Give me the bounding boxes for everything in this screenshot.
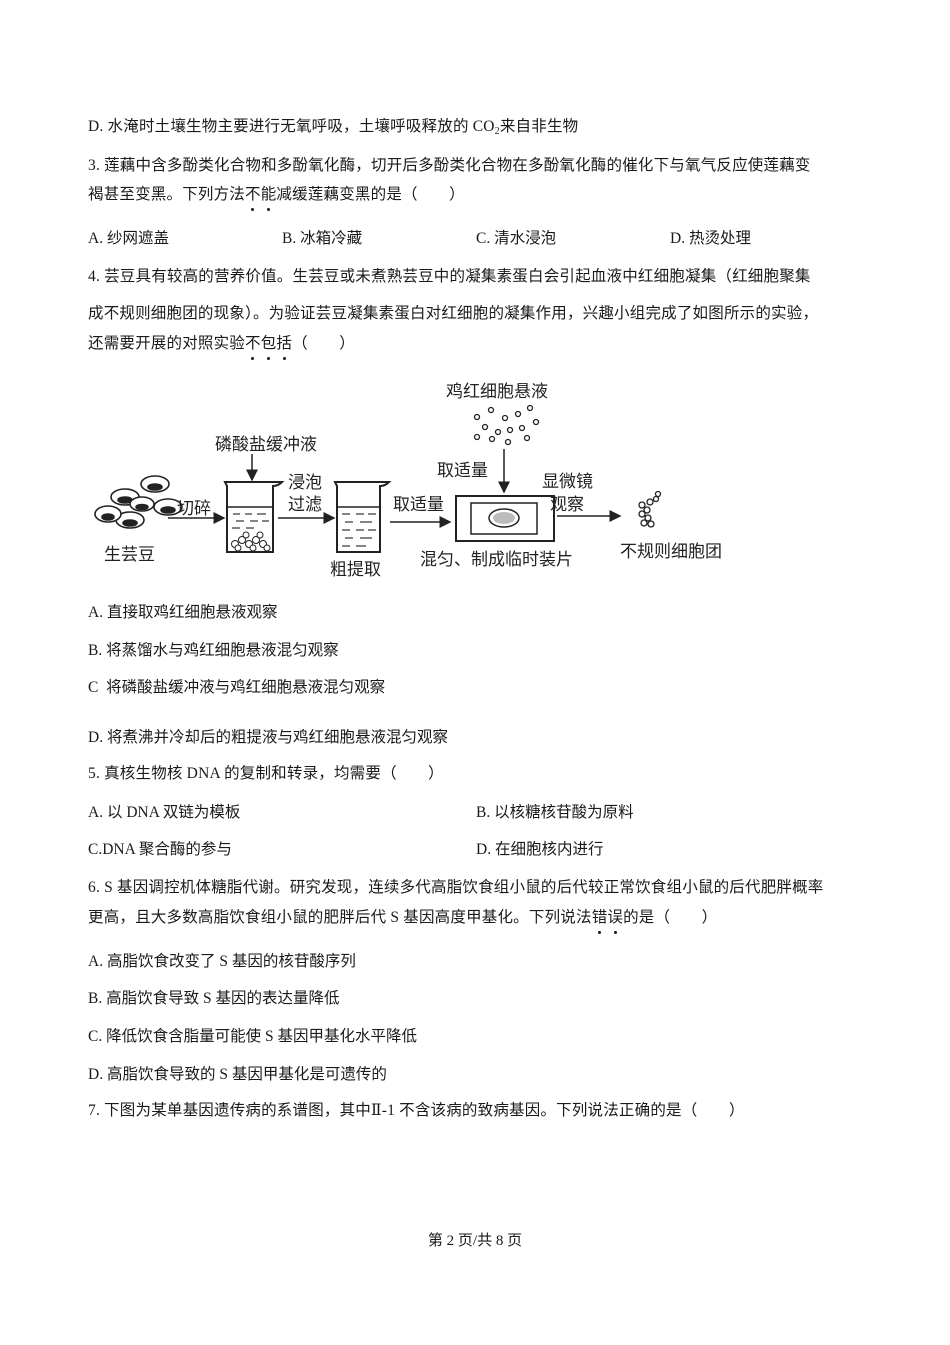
label-filter: 过滤 (288, 495, 322, 515)
beans-icon (94, 475, 183, 529)
option-label: D. (88, 118, 104, 135)
label-mix-slide: 混匀、制成临时装片 (420, 550, 573, 570)
label-rbc-suspension: 鸡红细胞悬液 (446, 382, 548, 402)
label-raw-beans: 生芸豆 (104, 545, 155, 565)
label-microscope: 显微镜 (542, 472, 593, 492)
option-text: 高脂饮食导致的 S 基因甲基化是可遗传的 (106, 1066, 387, 1083)
label-chop: 切碎 (177, 499, 211, 519)
option-label: B. (282, 230, 297, 247)
option-text: 将蒸馏水与鸡红细胞悬液混匀观察 (106, 642, 339, 659)
stem-text: 减缓莲藕变黑的是（ ） (276, 186, 465, 203)
q7-stem: 7. 下图为某单基因遗传病的系谱图，其中Ⅱ-1 不含该病的致病基因。下列说法正确… (88, 1102, 745, 1119)
option-text: 在细胞核内进行 (494, 841, 604, 858)
option-label: B. (88, 642, 103, 659)
option-text: 直接取鸡红细胞悬液观察 (106, 604, 278, 621)
q4-option-b: B. 将蒸馏水与鸡红细胞悬液混匀观察 (88, 641, 339, 661)
experiment-diagram-graphic (94, 404, 662, 553)
q4-stem-line2: 成不规则细胞团的现象）。为验证芸豆凝集素蛋白对红细胞的凝集作用，兴趣小组完成了如… (88, 305, 819, 322)
option-text: 以 DNA 双链为模板 (106, 804, 241, 821)
q6-option-b: B. 高脂饮食导致 S 基因的表达量降低 (88, 989, 339, 1009)
q6-option-d: D. 高脂饮食导致的 S 基因甲基化是可遗传的 (88, 1065, 387, 1085)
rbc-dots-icon (473, 404, 540, 446)
option-text: 冰箱冷藏 (300, 230, 363, 247)
option-label: C. (476, 230, 491, 247)
label-take-amount: 取适量 (393, 495, 444, 515)
subscript: 2 (494, 126, 500, 137)
q6-option-a: A. 高脂饮食改变了 S 基因的核苷酸序列 (88, 952, 356, 972)
option-text: 清水浸泡 (494, 230, 557, 247)
option-label: D. (476, 841, 492, 858)
stem-text: 更高，且大多数高脂饮食组小鼠的肥胖后代 S 基因高度甲基化。下列说法 (88, 909, 592, 926)
page-number: 第 2 页/共 8 页 (427, 1233, 523, 1249)
option-text-after: 来自非生物 (499, 118, 579, 135)
option-text: 高脂饮食改变了 S 基因的核苷酸序列 (106, 953, 356, 970)
stem-text: 还需要开展的对照实验 (88, 335, 246, 352)
option-text: 降低饮食含脂量可能使 S 基因甲基化水平降低 (106, 1028, 417, 1045)
q4-stem-line3: 还需要开展的对照实验不包括（ ） (88, 334, 355, 360)
option-label: C. (88, 841, 103, 858)
q6-stem-line1: 6. S 基因调控机体糖脂代谢。研究发现，连续多代高脂饮食组小鼠的后代较正常饮食… (88, 879, 824, 896)
label-soak: 浸泡 (288, 473, 322, 493)
stem-text: （ ） (292, 335, 355, 352)
option-text: DNA 聚合酶的参与 (102, 841, 232, 858)
option-label: C (88, 679, 99, 696)
q3-stem-line2: 褐甚至变黑。下列方法不能减缓莲藕变黑的是（ ） (88, 185, 465, 211)
beaker-icon (223, 481, 285, 553)
option-label: B. (476, 804, 491, 821)
emphasis-char: 能 (260, 186, 277, 211)
emphasis-char: 错 (591, 909, 608, 934)
label-take-amount-2: 取适量 (437, 461, 488, 481)
q5-option-c: C.DNA 聚合酶的参与 (88, 840, 232, 860)
option-label: D. (88, 1066, 104, 1083)
q5-option-d: D. 在细胞核内进行 (476, 840, 603, 860)
q5-option-b: B. 以核糖核苷酸为原料 (476, 803, 634, 823)
option-label: C. (88, 1028, 103, 1045)
q4-option-a: A. 直接取鸡红细胞悬液观察 (88, 603, 277, 623)
option-label: D. (88, 729, 104, 746)
option-text: 纱网遮盖 (106, 230, 169, 247)
q4-option-d: D. 将煮沸并冷却后的粗提液与鸡红细胞悬液混匀观察 (88, 728, 448, 748)
label-cell-clump: 不规则细胞团 (620, 542, 722, 562)
label-observe: 观察 (550, 495, 584, 515)
label-crude-extract: 粗提取 (330, 560, 381, 580)
experiment-diagram: 生芸豆 切碎 磷酸盐缓冲液 浸泡 过滤 粗提取 取适量 鸡红细胞悬液 取适量 混… (90, 372, 722, 582)
stem-text: 褐甚至变黑。下列方法 (88, 186, 246, 203)
q3-option-a: A. 纱网遮盖 (88, 229, 169, 249)
option-text: 将磷酸盐缓冲液与鸡红细胞悬液混匀观察 (106, 679, 386, 696)
option-text: 水淹时土壤生物主要进行无氧呼吸，土壤呼吸释放的 CO (107, 118, 495, 135)
q3-stem-line1: 3. 莲藕中含多酚类化合物和多酚氧化酶，切开后多酚类化合物在多酚氧化酶的催化下与… (88, 157, 811, 174)
q4-stem-line1: 4. 芸豆具有较高的营养价值。生芸豆或未煮熟芸豆中的凝集素蛋白会引起血液中红细胞… (88, 268, 811, 285)
option-label: A. (88, 230, 104, 247)
option-text: 将煮沸并冷却后的粗提液与鸡红细胞悬液混匀观察 (106, 729, 448, 746)
option-text: 高脂饮食导致 S 基因的表达量降低 (106, 990, 340, 1007)
q6-stem-line2: 更高，且大多数高脂饮食组小鼠的肥胖后代 S 基因高度甲基化。下列说法错误的是（ … (88, 908, 718, 934)
option-label: D. (670, 230, 686, 247)
option-label: A. (88, 604, 104, 621)
emphasis-char: 误 (607, 909, 624, 934)
emphasis-char: 括 (276, 335, 293, 360)
q3-option-d: D. 热烫处理 (670, 229, 751, 249)
q3-option-c: C. 清水浸泡 (476, 229, 556, 249)
emphasis-char: 不 (245, 335, 261, 360)
q4-option-c: C 将磷酸盐缓冲液与鸡红细胞悬液混匀观察 (88, 678, 385, 698)
option-label: A. (88, 804, 104, 821)
slide-icon (455, 495, 555, 542)
cell-clump-icon (638, 490, 662, 528)
emphasis-char: 包 (260, 335, 277, 360)
label-buffer: 磷酸盐缓冲液 (215, 435, 317, 455)
option-label: B. (88, 990, 103, 1007)
stem-text: 的是（ ） (623, 909, 718, 926)
option-text: 以核糖核苷酸为原料 (494, 804, 634, 821)
q5-stem: 5. 真核生物核 DNA 的复制和转录，均需要（ ） (88, 765, 444, 782)
q2-option-d: D. 水淹时土壤生物主要进行无氧呼吸，土壤呼吸释放的 CO2来自非生物 (88, 117, 578, 137)
option-text: 热烫处理 (688, 230, 751, 247)
q6-option-c: C. 降低饮食含脂量可能使 S 基因甲基化水平降低 (88, 1027, 417, 1047)
q5-option-a: A. 以 DNA 双链为模板 (88, 803, 240, 823)
emphasis-char: 不 (245, 186, 261, 211)
q3-option-b: B. 冰箱冷藏 (282, 229, 362, 249)
option-label: A. (88, 953, 104, 970)
